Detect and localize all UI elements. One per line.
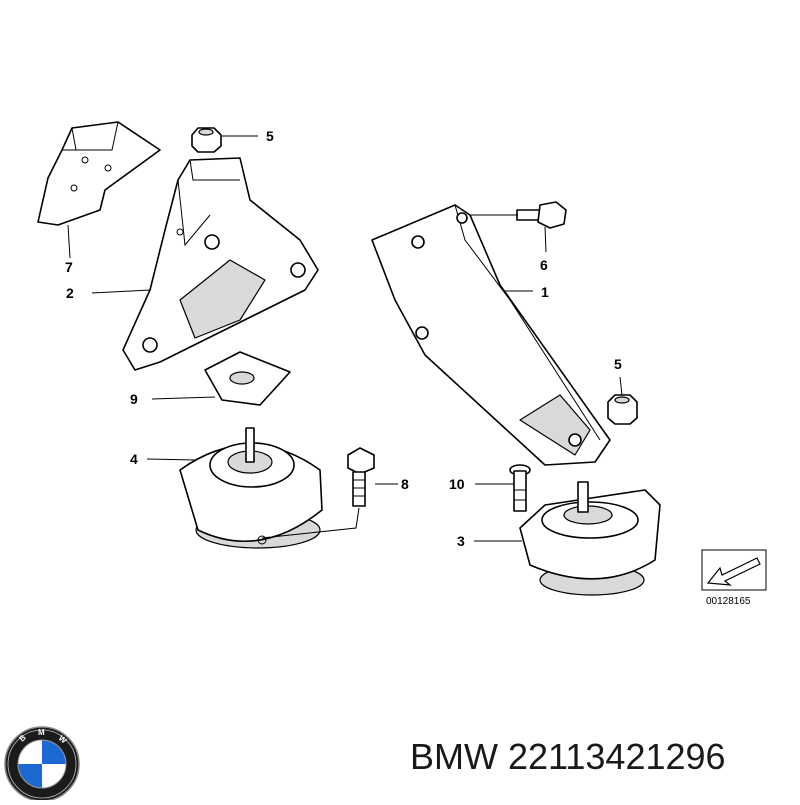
part-number-caption: BMW 22113421296 <box>410 736 726 777</box>
part-5-nut-right <box>607 394 638 425</box>
svg-text:W: W <box>57 734 69 746</box>
callout-3: 3 <box>457 533 465 549</box>
callout-7: 7 <box>65 259 73 275</box>
part-5-nut-top <box>191 127 222 153</box>
svg-text:B: B <box>18 733 28 744</box>
part-2-engine-bracket <box>122 157 319 371</box>
part-7-heat-shield <box>37 121 161 226</box>
callout-labels: 5 7 2 9 4 8 6 1 5 10 3 <box>65 128 622 549</box>
part-1-engine-bracket <box>371 204 611 466</box>
callout-5-right: 5 <box>614 356 622 372</box>
part-10-bolt <box>509 464 531 512</box>
callout-2: 2 <box>66 285 74 301</box>
diagram-reference-number: 00128165 <box>706 596 751 607</box>
callout-5-top: 5 <box>266 128 274 144</box>
callout-8: 8 <box>401 476 409 492</box>
part-6-bolt <box>516 201 567 229</box>
callout-1: 1 <box>541 284 549 300</box>
svg-text:M: M <box>38 728 45 737</box>
part-3-engine-mount <box>519 481 661 596</box>
direction-arrow-icon <box>706 557 761 586</box>
orientation-arrow-box: 00128165 <box>701 549 767 607</box>
callout-4: 4 <box>130 451 138 467</box>
leader-lines <box>67 135 623 542</box>
callout-9: 9 <box>130 391 138 407</box>
callout-6: 6 <box>540 257 548 273</box>
part-9-pad <box>204 351 291 406</box>
part-8-bolt <box>347 447 375 507</box>
part-4-engine-mount <box>179 427 323 549</box>
bmw-logo: B M W <box>0 722 84 802</box>
callout-10: 10 <box>449 476 465 492</box>
